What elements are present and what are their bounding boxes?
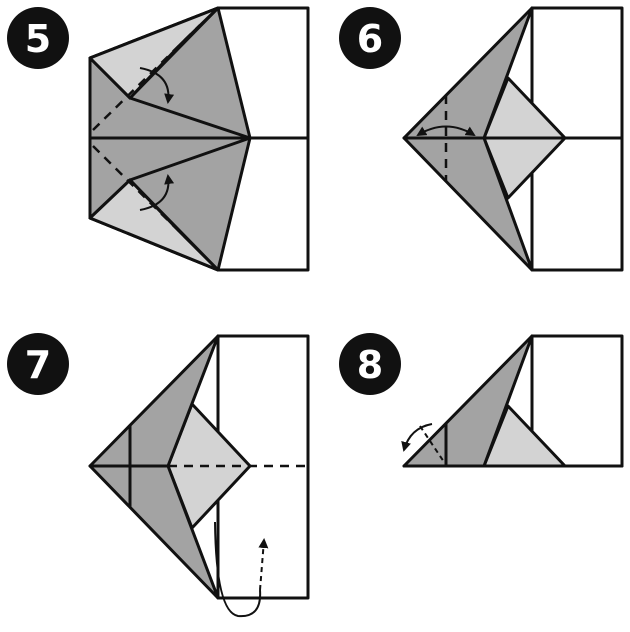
step-7-panel: 7: [7, 333, 310, 618]
lower-fold-arrow: [139, 174, 175, 211]
step-6-panel: 6: [339, 6, 624, 272]
upper-light-flap-fill: [88, 6, 220, 100]
paper-body: [530, 334, 624, 468]
step-7-badge: 7: [7, 333, 69, 395]
step-7-number: 7: [25, 343, 51, 387]
step-8-panel: 8: [339, 333, 624, 468]
step-8-diagram: [401, 334, 624, 468]
step-6-badge: 6: [339, 7, 401, 69]
step-5-diagram: [88, 6, 310, 272]
step-7-diagram: [88, 334, 310, 618]
rotate-arrow: [401, 423, 433, 452]
step-8-badge: 8: [339, 333, 401, 395]
step-6-diagram: [402, 6, 624, 272]
step-5-panel: 5: [7, 6, 310, 272]
fold-unfold-arrow: [416, 125, 476, 137]
step-6-number: 6: [357, 17, 383, 61]
tip-fold-line: [419, 425, 445, 463]
step-5-number: 5: [25, 17, 51, 61]
fold-behind-arrow: [214, 521, 262, 618]
step-5-badge: 5: [7, 7, 69, 69]
lower-light-flap-fill: [88, 178, 220, 272]
step-8-number: 8: [357, 343, 383, 387]
upper-fold-arrow: [139, 67, 175, 104]
upper-fold-line: [92, 24, 201, 131]
